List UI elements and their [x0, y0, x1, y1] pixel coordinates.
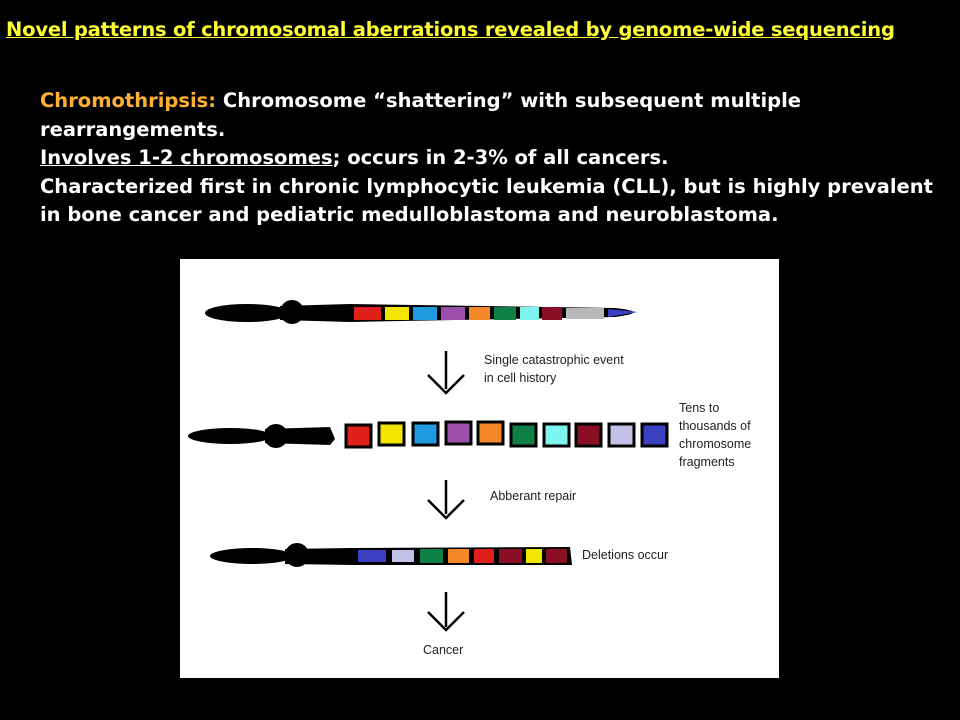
diagram-graphics: [188, 300, 669, 632]
intact-band-grey: [566, 308, 604, 319]
repaired-band-orange: [448, 549, 469, 563]
repaired-band-maroon-2: [546, 549, 567, 563]
chromothripsis-diagram: Single catastrophic event in cell histor…: [180, 259, 779, 678]
fragment-maroon: [574, 422, 603, 448]
involvement-paragraph: Involves 1-2 chromosomes; occurs in 2-3%…: [40, 144, 940, 173]
intact-band-navy: [608, 309, 638, 317]
repaired-band-green: [420, 549, 443, 563]
shattered-centromere: [264, 424, 288, 448]
arrow-down-icon: [427, 351, 465, 395]
characterization-paragraph: Characterized first in chronic lymphocyt…: [40, 174, 933, 227]
intact-band-green: [494, 307, 516, 320]
arrow-down-icon: [427, 592, 465, 632]
fragment-orange: [476, 420, 505, 446]
repaired-band-yellow: [526, 549, 542, 563]
definition-paragraph: Chromothripsis: Chromosome “shattering” …: [40, 87, 940, 144]
fragment-purple: [444, 420, 473, 446]
chromothripsis-term: Chromothripsis:: [40, 89, 217, 112]
fragment-yellow: [377, 421, 406, 447]
intact-chromosome: [205, 300, 638, 324]
frequency-text: ; occurs in 2-3% of all cancers.: [332, 146, 669, 169]
shattered-short-arm: [188, 428, 272, 444]
cancer-label: Cancer: [423, 643, 464, 657]
intact-band-yellow: [385, 307, 409, 320]
arrow-down-icon: [427, 480, 465, 520]
catastrophic-event-label: Single catastrophic event in cell histor…: [484, 353, 624, 385]
shattered-chromosome: [188, 420, 669, 449]
fragment-lavender: [607, 422, 636, 448]
deletions-label: Deletions occur: [582, 548, 669, 562]
intact-band-blue: [413, 307, 437, 320]
repaired-band-lavender: [392, 550, 414, 562]
slide-title: Novel patterns of chromosomal aberration…: [6, 18, 895, 41]
fragments-label: Tens to thousands of chromosome fragment…: [679, 401, 752, 469]
fragment-navy: [640, 422, 669, 448]
fragment-green: [509, 422, 538, 448]
fragment-blue: [411, 421, 440, 447]
fragment-red: [344, 423, 373, 449]
intact-centromere: [280, 300, 304, 324]
repaired-short-arm: [210, 548, 294, 564]
definition-text: Chromosome “shattering” with subsequent …: [40, 89, 802, 141]
slide-body: Chromothripsis: Chromosome “shattering” …: [40, 87, 940, 230]
intact-band-maroon: [542, 307, 562, 320]
intact-band-red: [354, 307, 381, 320]
repaired-chromosome: [210, 543, 572, 567]
repaired-centromere: [285, 543, 309, 567]
aberrant-repair-label: Abberant repair: [490, 489, 577, 503]
repaired-band-navy: [358, 550, 386, 562]
repaired-band-red: [474, 549, 494, 563]
repaired-band-maroon: [499, 549, 522, 563]
intact-short-arm: [205, 304, 289, 322]
fragment-cyan: [542, 422, 571, 448]
intact-band-purple: [441, 307, 465, 320]
intact-band-orange: [469, 307, 490, 320]
involvement-text: Involves 1-2 chromosomes: [40, 146, 333, 169]
intact-band-cyan: [520, 307, 539, 320]
